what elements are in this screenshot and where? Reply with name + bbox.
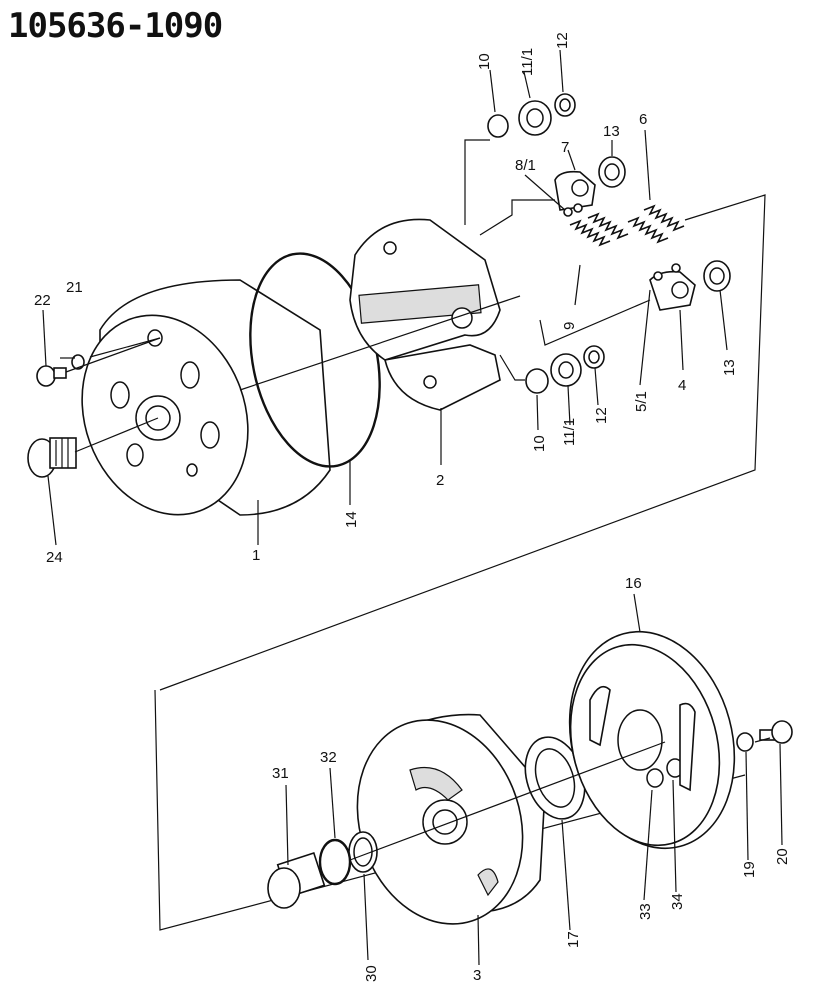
callout-14: 14 <box>343 511 360 528</box>
callout-5-1: 5/1 <box>633 391 650 412</box>
assembly-frame <box>154 194 766 931</box>
callout-34: 34 <box>669 893 686 910</box>
callout-labels: 1 2 3 4 5/1 6 7 8/1 9 10 11/1 12 13 13 1… <box>34 32 791 984</box>
o-ring-part-32 <box>318 838 352 886</box>
springs-part-9 <box>569 212 629 247</box>
callout-8-1: 8/1 <box>515 157 536 174</box>
callout-10-lower: 10 <box>531 435 548 452</box>
vane-part-7 <box>554 170 596 211</box>
part-number-title: 105636-1090 <box>8 6 223 46</box>
callout-19: 19 <box>741 861 758 878</box>
callout-12-lower: 12 <box>593 407 610 424</box>
plug-part-31 <box>267 851 326 909</box>
cam-ring-part-2 <box>349 218 501 411</box>
callout-33: 33 <box>637 903 654 920</box>
bolt-part-22 <box>36 365 67 387</box>
callout-10-upper: 10 <box>476 53 493 70</box>
nut-part-19 <box>736 732 754 752</box>
callout-6: 6 <box>639 111 647 128</box>
callout-24: 24 <box>46 549 63 566</box>
leader-lines-bottom <box>285 593 783 966</box>
callout-13-lower: 13 <box>721 359 738 376</box>
callout-30: 30 <box>363 965 380 982</box>
callout-11-1-lower: 11/1 <box>561 418 578 446</box>
plug-part-24 <box>27 437 77 478</box>
bolt-part-20 <box>759 720 793 744</box>
callout-9: 9 <box>561 322 578 330</box>
bearing-part-17 <box>524 736 586 820</box>
washer-part-13-lower <box>703 260 731 292</box>
callout-22: 22 <box>34 292 51 309</box>
cover-part-16 <box>568 630 736 850</box>
callout-13-upper: 13 <box>603 123 620 140</box>
snap-ring-part-30 <box>348 831 378 873</box>
callout-7: 7 <box>561 139 569 156</box>
callout-4: 4 <box>678 377 686 394</box>
housing-part-1 <box>81 279 331 516</box>
leader-lines-top <box>42 49 728 546</box>
bearing-set-upper <box>487 93 576 138</box>
springs-part-6 <box>627 204 685 244</box>
callout-16: 16 <box>625 575 642 592</box>
callout-20: 20 <box>774 848 791 865</box>
callout-1: 1 <box>252 547 260 564</box>
balls-part-8-1 <box>563 203 583 217</box>
callout-21: 21 <box>66 279 83 296</box>
callout-32: 32 <box>320 749 337 766</box>
callout-3: 3 <box>473 967 481 984</box>
washer-part-21 <box>71 354 85 370</box>
callout-11-1-upper: 11/1 <box>519 48 536 76</box>
callout-12-upper: 12 <box>554 32 571 49</box>
bearing-set-lower <box>525 345 605 394</box>
balls-part-5-1 <box>653 263 681 281</box>
callout-17: 17 <box>565 931 582 948</box>
washer-part-13-upper <box>598 156 626 188</box>
callout-2: 2 <box>436 472 444 489</box>
callout-31: 31 <box>272 765 289 782</box>
drum-part-3 <box>356 713 546 925</box>
